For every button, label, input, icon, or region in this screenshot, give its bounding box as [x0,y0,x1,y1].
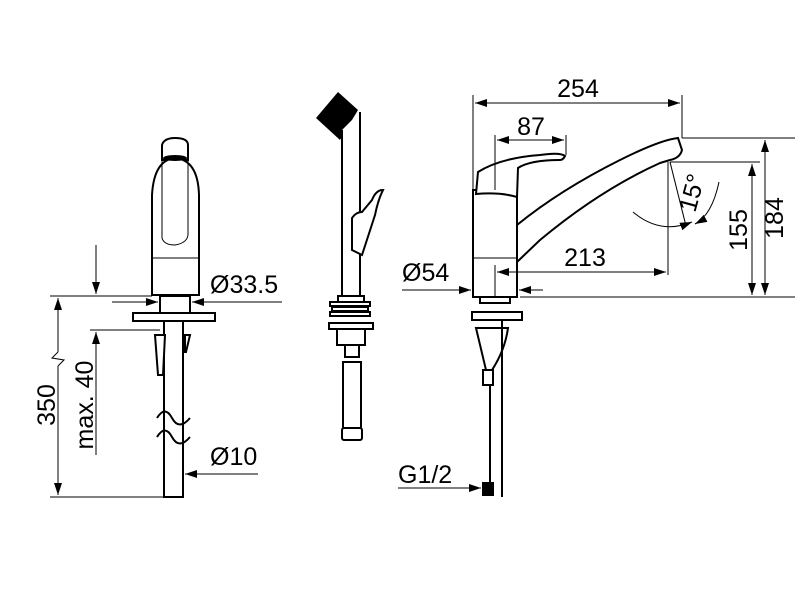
diameter-33-5-label: Ø33.5 [210,271,278,299]
reach-254-label: 254 [557,75,599,103]
height-155-label: 155 [725,209,753,251]
side-profile-view [316,92,385,441]
lever-87-label: 87 [517,113,545,141]
diameter-10-label: Ø10 [210,443,257,471]
max-40-label: max. 40 [71,361,99,450]
front-tube [163,320,184,498]
front-body [151,156,200,296]
reach-213-label: 213 [564,244,606,272]
front-lever [161,136,189,161]
spout-head [316,92,358,140]
thread-g1-2-label: G1/2 [398,461,452,489]
lever [474,152,567,199]
angle-15-label: 15° [674,171,711,215]
length-350-label: 350 [33,384,61,426]
diameter-54-label: Ø54 [402,259,449,287]
front-view: 350 max. 40 Ø33.5 Ø10 [33,136,282,498]
height-184-label: 184 [761,197,789,239]
front-base-plate [132,312,216,322]
side-view: 254 87 184 155 213 15° Ø54 G1/2 [398,75,795,497]
spout [516,136,684,265]
